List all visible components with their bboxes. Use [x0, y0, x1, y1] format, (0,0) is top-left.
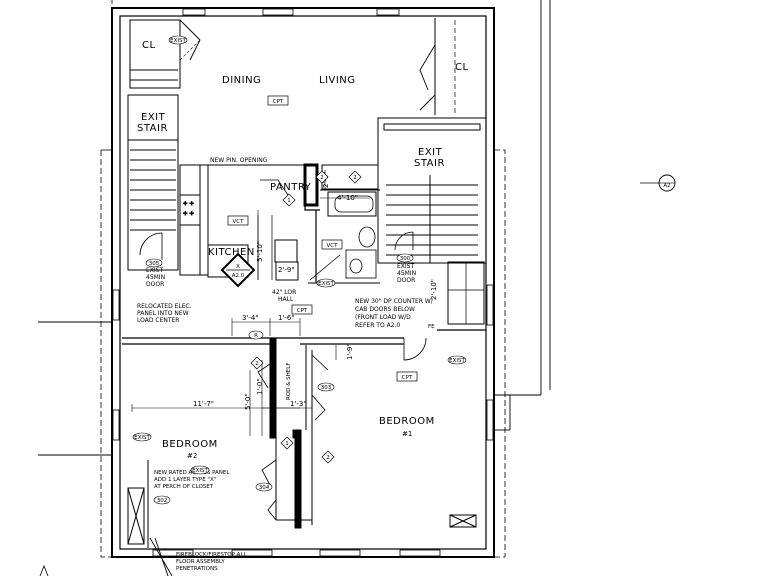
- tags: EXIST EXIST EXIST EXIST EXIST 305 304 30…: [132, 35, 467, 505]
- note-fire-rated-1: NEW RATED ACCESS PANEL: [154, 470, 230, 476]
- tag-exist-1: EXIST: [170, 38, 186, 44]
- left-stair-block: [127, 19, 201, 271]
- note-fire-rated-3: AT PERCH OF CLOSET: [154, 484, 214, 490]
- kitchen-block: + + + +: [179, 164, 305, 281]
- label-bedroom2-1: BEDROOM: [162, 439, 218, 450]
- finish-tags: CPT CPT CPT VCT VCT: [227, 95, 418, 382]
- dim-2-0: 2'-0": [322, 171, 330, 188]
- note-firestop-1: FIREBLOCK/FIRESTOP ALL: [176, 552, 248, 558]
- dim-3-4: 3'-4": [242, 314, 259, 322]
- tag-door-300: 300: [400, 256, 411, 262]
- tag-wall-2b: 2: [255, 361, 259, 367]
- room-labels: DINING LIVING KITCHEN PANTRY EXIT STAIR …: [137, 40, 469, 460]
- tag-exist-4: EXIST: [449, 358, 465, 364]
- tag-exist-3: EXIST: [318, 281, 334, 287]
- label-pantry: PANTRY: [270, 182, 312, 193]
- note-exist-door-left-1: EXIST: [146, 267, 163, 274]
- tag-door-305: 305: [149, 261, 160, 267]
- tag-door-302: 302: [157, 498, 168, 504]
- finish-cpt-dining: CPT: [273, 99, 284, 105]
- note-rod-shelf-2: ROD & SHELF: [296, 470, 302, 508]
- svg-text:+ +: + +: [183, 211, 194, 217]
- hall-walls: [122, 261, 486, 361]
- finish-cpt-hall: CPT: [297, 308, 308, 314]
- note-fe: FE: [428, 324, 435, 330]
- tag-door-304: 304: [259, 485, 270, 491]
- label-dining: DINING: [222, 75, 261, 86]
- finish-cpt-bed1: CPT: [402, 375, 413, 381]
- exterior-walls: [100, 0, 506, 558]
- section-marker: A2: [640, 174, 676, 192]
- note-relocated-panel-1: RELOCATED ELEC.: [137, 303, 192, 310]
- dim-2-10: 2'-10": [430, 279, 438, 300]
- dimension-lines: [131, 170, 370, 436]
- note-firestop-3: PENETRATIONS: [176, 566, 218, 572]
- label-bedroom1-1: BEDROOM: [379, 416, 435, 427]
- tag-wall-2d: 2: [320, 175, 324, 181]
- note-counter-4: REFER TO A2.0: [355, 322, 400, 329]
- label-exit-stair-right-2: STAIR: [414, 158, 445, 169]
- label-exit-stair-left-2: STAIR: [137, 123, 168, 134]
- kitchen-detail-tag: X A2.0: [220, 252, 256, 288]
- lower-right-panel: [449, 514, 477, 528]
- dim-1-3: 1'-3": [290, 400, 307, 408]
- kitchen-ref-bottom: A2.0: [232, 273, 245, 279]
- tag-wall-1b: 1: [285, 441, 289, 447]
- label-closet-left: CL: [142, 40, 156, 51]
- note-fire-rated-2: ADD 1 LAYER TYPE "X": [154, 477, 216, 483]
- svg-text:+ +: + +: [183, 201, 194, 207]
- note-exist-door-left-2: 45MIN: [146, 274, 165, 281]
- tag-r: R: [254, 333, 258, 339]
- note-counter-3: (FRONT LOAD W/D: [355, 314, 411, 321]
- dim-1-6: 1'-6": [278, 314, 295, 322]
- note-relocated-panel-2: PANEL INTO NEW: [137, 310, 189, 317]
- tag-wall-2c: 2: [326, 455, 330, 461]
- note-exist-door-right-3: DOOR: [397, 277, 415, 284]
- note-hall-2: HALL: [278, 296, 294, 303]
- tag-wall-2a: 2: [353, 175, 357, 181]
- dim-4-10: 4'-10": [337, 194, 358, 202]
- dim-11-7: 11'-7": [193, 400, 214, 408]
- note-hall-1: 42" LOR: [272, 289, 296, 296]
- finish-vct-kitchen: VCT: [233, 219, 245, 225]
- note-new-pin-opening: NEW PIN. OPENING: [210, 157, 268, 164]
- label-kitchen: KITCHEN: [208, 247, 255, 258]
- note-relocated-panel-3: LOAD CENTER: [137, 317, 179, 324]
- notes: NEW PIN. OPENING 42" LOR HALL EXIST 45MI…: [137, 157, 435, 572]
- note-counter-1: NEW 30" DP COUNTER W/: [355, 298, 434, 305]
- label-living: LIVING: [319, 75, 356, 86]
- dim-5-10: 5'-10": [256, 241, 264, 262]
- bedroom-closets: [257, 337, 329, 529]
- kitchen-ref-top: X: [236, 264, 240, 270]
- note-exist-door-right-2: 45MIN: [397, 270, 416, 277]
- tag-door-303: 303: [321, 385, 332, 391]
- label-exit-stair-left-1: EXIT: [141, 112, 166, 123]
- note-exist-door-left-3: DOOR: [146, 281, 164, 288]
- dim-2-9: 2'-9": [278, 266, 295, 274]
- label-bedroom1-2: #1: [402, 430, 412, 438]
- tag-exist-5: EXIST: [192, 468, 208, 474]
- right-closet: [419, 18, 456, 116]
- windows: [112, 8, 494, 557]
- label-exit-stair-right-1: EXIT: [418, 147, 443, 158]
- label-bedroom2-2: #2: [187, 452, 197, 460]
- note-firestop-2: FLOOR ASSEMBLY: [176, 559, 225, 565]
- dimension-labels: 3'-4" 1'-6" 11'-7" 1'-3" 1'-0" 5'-0" 1'-…: [193, 171, 438, 410]
- section-tag: A2: [663, 183, 670, 189]
- note-rod-shelf-1: ROD & SHELF: [286, 362, 292, 400]
- dim-1-9: 1'-9": [346, 343, 354, 360]
- label-closet-right: CL: [455, 62, 469, 73]
- finish-vct-bath: VCT: [327, 243, 339, 249]
- note-exist-door-right-1: EXIST: [397, 263, 414, 270]
- dim-5-0: 5'-0": [244, 393, 252, 410]
- site-lines: [38, 0, 551, 576]
- lower-left-closet: [127, 460, 149, 548]
- right-stair-block: [377, 117, 487, 264]
- tag-wall-1a: 1: [287, 198, 291, 204]
- dim-1-0: 1'-0": [256, 378, 264, 395]
- note-counter-2: CAB DOORS BELOW: [355, 306, 415, 313]
- left-exit-door: [139, 232, 163, 260]
- tag-exist-2: EXIST: [134, 435, 150, 441]
